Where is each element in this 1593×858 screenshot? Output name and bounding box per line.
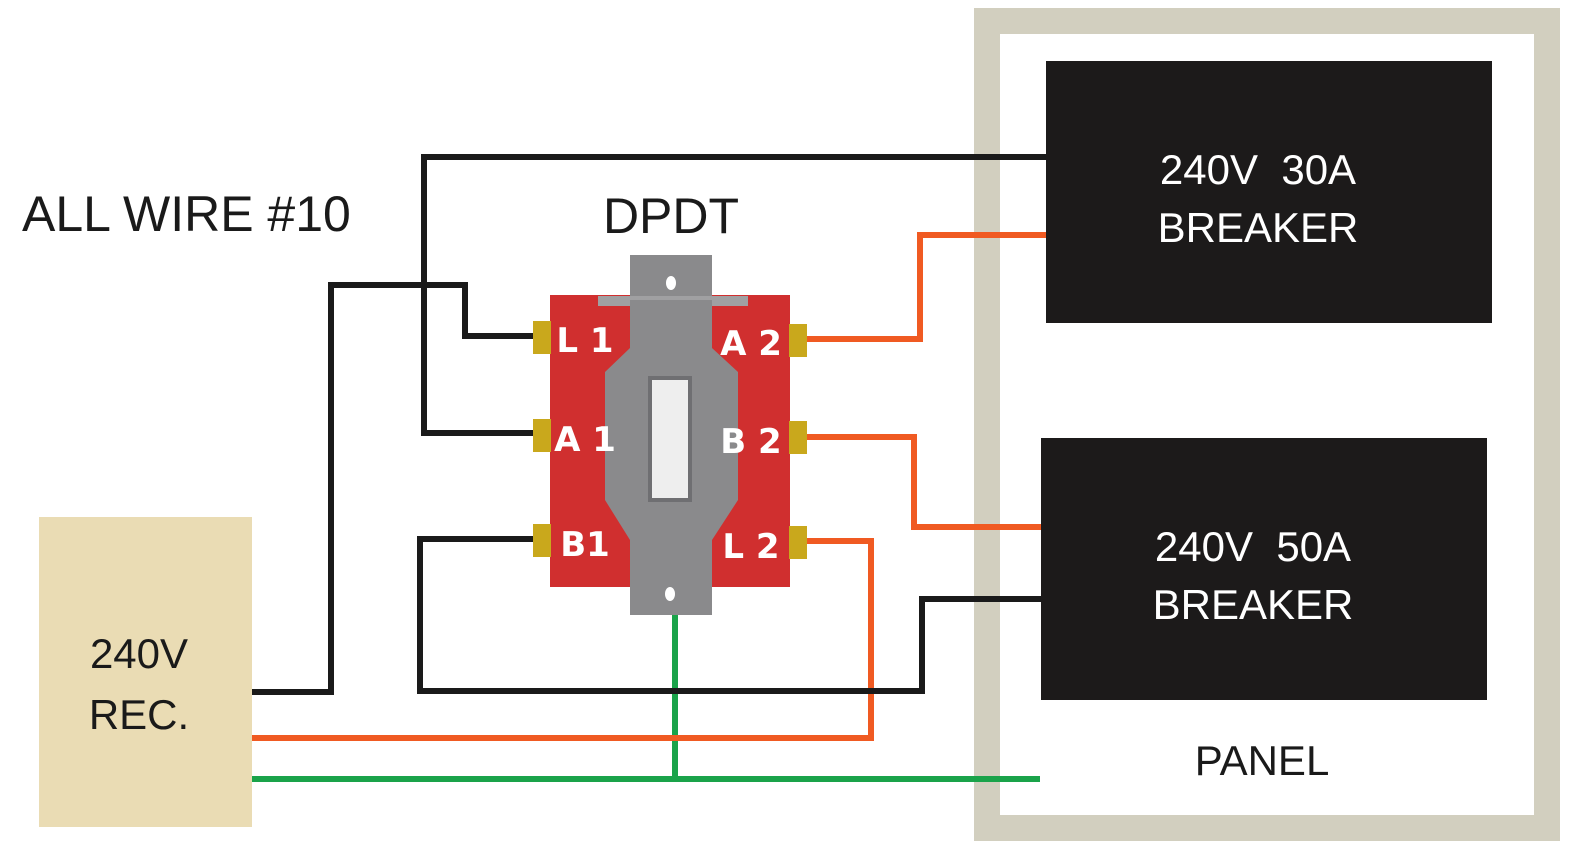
black-wire-b1-to-50a	[417, 536, 1041, 694]
terminal-b1-label: B1	[560, 525, 610, 565]
terminal-l1-label: L 1	[556, 321, 613, 361]
breaker-50a	[1041, 438, 1487, 700]
wire-gauge-note: ALL WIRE #10	[22, 186, 351, 242]
strap-screw-top	[666, 276, 676, 290]
orange-wire-b2-to-50a	[806, 434, 1041, 530]
breaker-30a	[1046, 61, 1492, 323]
orange-wire-rec-to-l2	[252, 538, 874, 741]
black-wire-a1-to-30a	[421, 154, 1046, 436]
breaker-50a-label-line2: BREAKER	[1153, 581, 1354, 628]
breaker-30a-label-line1: 240V 30A	[1160, 146, 1356, 193]
terminal-a2-label: A 2	[720, 324, 782, 364]
toggle-lever	[648, 376, 692, 502]
terminal-b1	[533, 524, 551, 557]
terminal-a2	[789, 324, 807, 357]
terminal-l2	[789, 526, 807, 559]
receptacle-label-line2: REC.	[89, 691, 189, 738]
receptacle-240v	[39, 517, 252, 827]
terminal-b2-label: B 2	[720, 422, 781, 462]
panel-label: PANEL	[1195, 737, 1330, 784]
breaker-50a-label-line1: 240V 50A	[1155, 523, 1351, 570]
panel-frame	[974, 8, 1560, 841]
receptacle-label-line1: 240V	[90, 630, 188, 677]
black-wire-rec-to-l1	[252, 282, 534, 695]
terminal-b2	[789, 421, 807, 454]
toggle-assembly	[598, 255, 748, 615]
terminal-a1-label: A 1	[554, 420, 616, 460]
strap-screw-bottom	[665, 587, 675, 601]
switch-type-label: DPDT	[603, 188, 739, 244]
breaker-30a-label-line2: BREAKER	[1158, 204, 1359, 251]
terminal-a1	[533, 419, 551, 452]
terminal-l1	[533, 321, 551, 354]
orange-wire-a2-to-30a	[806, 232, 1046, 342]
terminal-l2-label: L 2	[722, 527, 779, 567]
